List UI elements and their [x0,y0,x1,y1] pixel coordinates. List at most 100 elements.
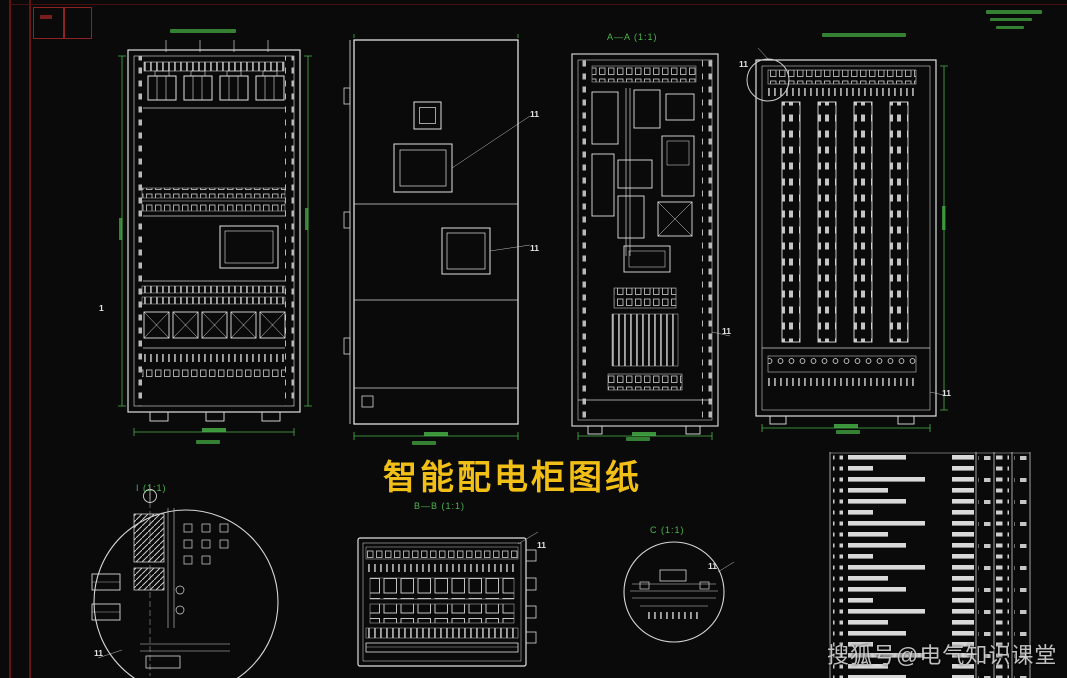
layer-lines [630,583,718,607]
table-col-qty [978,452,991,678]
leader-line [929,391,949,397]
illegible-green-text [996,26,1024,29]
section-frame [571,53,719,427]
callout-balloon: 11 [530,243,539,253]
top-terminal-block [591,65,697,83]
base-lines [140,643,230,652]
callout-balloon: 11 [708,561,717,571]
wireway-strip [768,88,916,96]
pin-hole [175,605,185,615]
bottom-terminal-block [607,373,683,391]
illegible-dimension-value [196,440,220,444]
left-mounting-rail [134,56,143,406]
cabinet-rear-view-drawing [746,47,949,432]
block-row [369,577,515,600]
left-rack-rail [578,60,588,420]
right-rack-rail [702,60,712,420]
sheet-corner-mark [40,15,52,19]
leader-lines [165,40,269,52]
illegible-dimension-value [626,437,650,441]
indicator-window [413,101,442,130]
cabinet-feet [769,415,915,425]
dimension-lines [118,55,312,436]
component-boxes [591,89,695,273]
base-block [145,655,181,669]
view-label-section-aa: A—A (1:1) [607,32,658,42]
leader-lines [451,115,531,252]
terminal-row [141,200,286,212]
small-block [699,581,710,590]
wireway-strip [142,354,285,362]
hole-pattern [183,523,229,565]
table-col-note [1014,452,1027,678]
cabinet-section-view-drawing [571,53,731,440]
sheet-border-line [9,4,1067,5]
leader-line [517,531,539,545]
sheet-border-line [29,0,31,678]
terminal-row [141,187,286,199]
pin-hole [175,585,185,595]
wiring-comb [611,313,679,367]
top-terminal-strip [143,61,285,72]
terminal-block [613,287,677,309]
wireway-strip [768,378,916,386]
door-seam-lines [354,203,518,389]
callout-balloon: 11 [942,388,951,398]
cabinet-door-view-drawing [343,34,531,440]
display-window [393,143,453,193]
hatched-section [133,567,165,591]
right-mounting-rail [285,56,294,406]
busbar-strip [141,296,286,305]
callout-balloon: 11 [537,540,546,550]
rear-frame [755,59,937,417]
view-label-section-bb: B—B (1:1) [414,501,466,511]
cabinet-feet [149,411,281,422]
plate-edge [167,508,175,628]
dimension-text-blur [632,432,656,436]
sheet-corner-block [33,7,64,39]
dimension-text-blur [942,206,946,230]
view-label-detail-c: C (1:1) [650,525,685,535]
leader-line [711,331,731,337]
section-frame [357,537,527,667]
dimension-text-blur [424,432,448,436]
parts-table [829,452,1031,678]
callout-balloon: 1 [99,303,104,313]
side-tabs [525,549,537,644]
cabinet-front-view-drawing [118,40,312,436]
detail-c-drawing [623,541,735,643]
din-rail [625,88,631,256]
vent-cutout [361,395,374,408]
detail-boundary-circle [623,541,725,643]
leader-line [717,561,735,573]
hinges [343,87,351,355]
gland-plate-row [767,355,917,373]
top-terminal-row [767,69,917,85]
illegible-green-text [990,18,1032,21]
base-rail [365,642,519,653]
detail-i-drawing [91,484,279,678]
dimension-text-blur [202,428,226,432]
leader-line [97,649,123,659]
small-block [639,581,650,590]
block-row [369,603,515,624]
terminal-row [365,546,519,560]
breaker-row [147,70,285,101]
wireway-strip [366,564,518,572]
illegible-green-text [822,33,906,37]
section-bb-drawing [357,531,539,667]
table-col-description [848,452,974,678]
dimension-lines [353,34,519,440]
tick-row [646,612,702,619]
table-col-index [833,452,843,678]
page-title: 智能配电柜图纸 [383,459,642,497]
illegible-dimension-value [412,441,436,445]
hatched-section [133,513,165,563]
sheet-border-line [9,0,11,678]
illegible-green-text [170,29,236,33]
sheet-corner-block [64,7,92,39]
watermark: 搜狐号@电气知识课堂 [827,643,1058,668]
dimension-text-blur [834,424,858,428]
callout-balloon: 11 [530,109,539,119]
